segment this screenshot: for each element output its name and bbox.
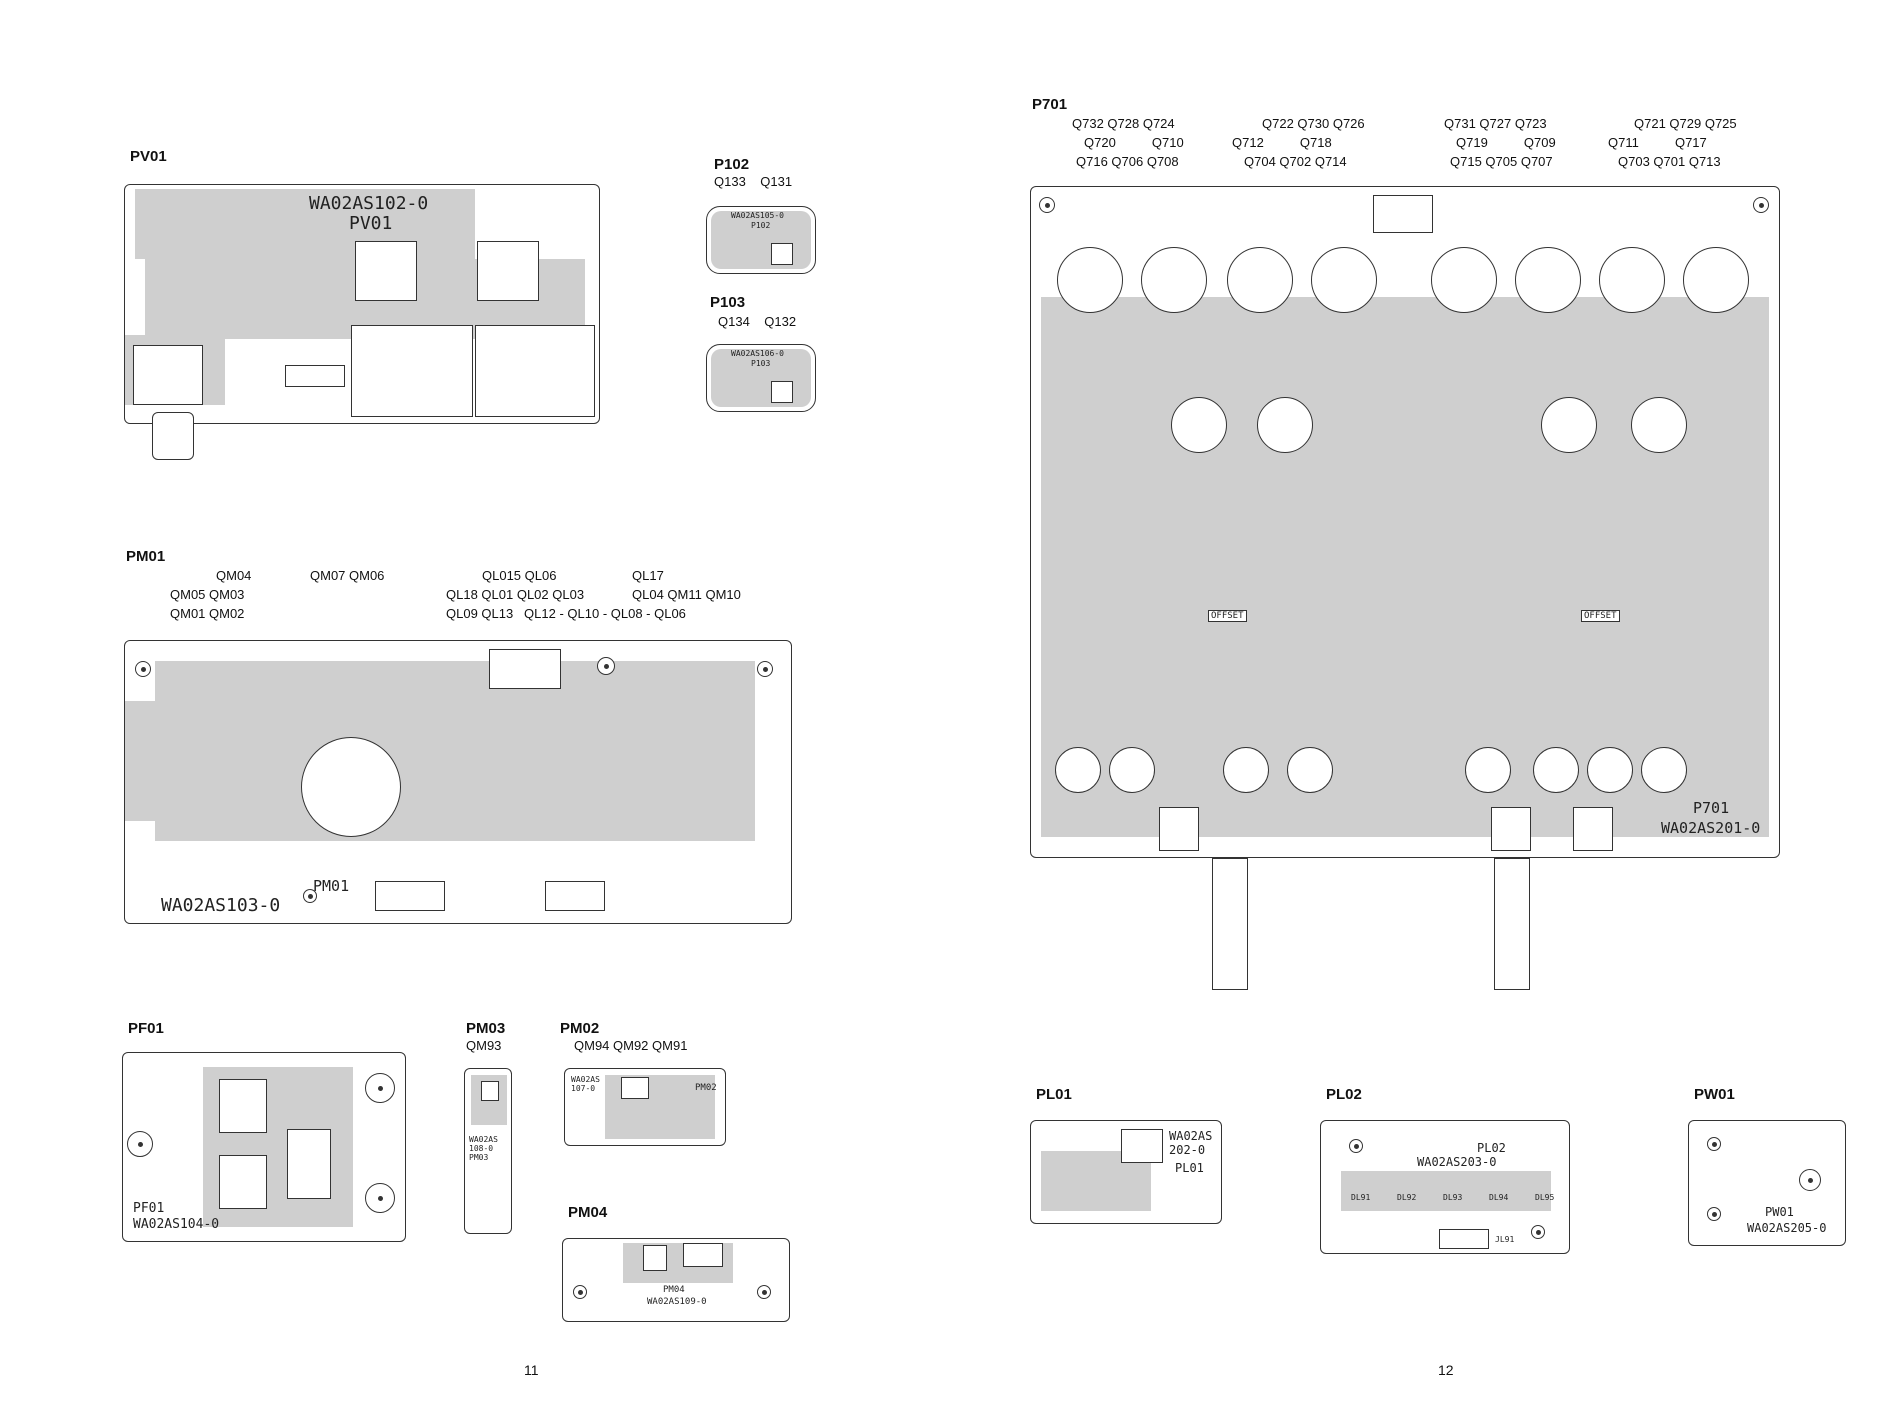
pm04-title: PM04 [568,1204,608,1221]
p103-board-name: P103 [751,359,771,368]
pv01-board-name: PV01 [349,213,393,234]
page-number-left: 11 [524,1362,539,1378]
pv01-title: PV01 [130,148,167,165]
pm03-title: PM03 [466,1020,506,1037]
p701-title: P701 [1032,96,1068,113]
pm01-components-2a: QM05 QM03 [170,587,245,602]
pl01-title: PL01 [1036,1086,1072,1103]
p102-board-code: WA02AS105-0 [731,211,784,220]
pl01-board-name: PL01 [1175,1161,1204,1175]
pm01-components-3c: QL09 QL13 QL12 - QL10 - QL08 - QL06 [446,606,686,621]
p701-row2d: Q711 Q717 [1608,135,1707,150]
p701-row1c: Q731 Q727 Q723 [1444,116,1547,131]
p102-board-name: P102 [751,221,771,230]
pl02-board-code: WA02AS203-0 [1417,1155,1497,1169]
pm01-board-name: PM01 [313,877,350,895]
p102-components: Q133 Q131 [714,174,793,189]
pm01-board-code: WA02AS103-0 [161,895,281,916]
pl02-led-1: DL91 [1351,1193,1371,1202]
pm01-board: PM01 WA02AS103-0 [124,640,792,924]
pm03-components: QM93 [466,1038,502,1053]
p701-row2a: Q720 Q710 [1084,135,1184,150]
pm01-components-2d: QL04 QM11 QM10 [632,587,741,602]
pf01-board: PF01 WA02AS104-0 [122,1052,406,1242]
p701-row2b: Q712 Q718 [1232,135,1332,150]
p701-row1a: Q732 Q728 Q724 [1072,116,1175,131]
pm04-board-code: WA02AS109-0 [647,1297,707,1307]
pm03-board: WA02AS 108-0 PM03 [464,1068,512,1234]
pl02-title: PL02 [1326,1086,1362,1103]
p701-row1d: Q721 Q729 Q725 [1634,116,1737,131]
p102-board: WA02AS105-0 P102 [706,206,816,274]
pl02-board: PL02 WA02AS203-0 DL91 DL92 DL93 DL94 DL9… [1320,1120,1570,1254]
pl02-connector: JL91 [1495,1235,1515,1244]
pm02-title: PM02 [560,1020,600,1037]
pm01-components-3a: QM01 QM02 [170,606,245,621]
pm02-board-code: WA02AS 107-0 [571,1075,600,1093]
p102-title: P102 [714,156,750,173]
pm01-components-1b: QM07 QM06 [310,568,385,583]
page-number-right: 12 [1438,1362,1454,1378]
pm01-title: PM01 [126,548,166,565]
pw01-board: PW01 WA02AS205-0 [1688,1120,1846,1246]
p701-row3d: Q703 Q701 Q713 [1618,154,1721,169]
p701-pot-shaft-left [1212,858,1248,990]
pl02-led-5: DL95 [1535,1193,1555,1202]
p701-row1b: Q722 Q730 Q726 [1262,116,1365,131]
pf01-title: PF01 [128,1020,164,1037]
p701-pot-shaft-right [1494,858,1530,990]
p701-row3a: Q716 Q706 Q708 [1076,154,1179,169]
pv01-board: WA02AS102-0 PV01 [124,184,600,424]
pl01-board-code: WA02AS 202-0 [1169,1129,1213,1157]
pw01-board-code: WA02AS205-0 [1747,1221,1827,1235]
pl02-led-4: DL94 [1489,1193,1509,1202]
pm01-components-2c: QL18 QL01 QL02 QL03 [446,587,585,602]
pm01-components-1a: QM04 [216,568,252,583]
pm01-components-1d: QL17 [632,568,664,583]
pl02-led-2: DL92 [1397,1193,1417,1202]
p701-board-code: WA02AS201-0 [1661,819,1761,837]
pm02-components: QM94 QM92 QM91 [574,1038,688,1053]
p701-board-name: P701 [1693,799,1730,817]
pv01-jack [152,412,194,460]
pl01-board: WA02AS 202-0 PL01 [1030,1120,1222,1224]
p701-offset-right: OFFSET [1581,610,1620,622]
p103-board: WA02AS106-0 P103 [706,344,816,412]
pf01-board-name: PF01 [133,1201,165,1216]
p701-row2c: Q719 Q709 [1456,135,1556,150]
pl02-led-3: DL93 [1443,1193,1463,1202]
pm04-board-name: PM04 [663,1285,685,1295]
pm02-board-name: PM02 [695,1083,717,1093]
pm03-board-code: WA02AS 108-0 PM03 [469,1135,498,1162]
pm02-board: WA02AS 107-0 PM02 [564,1068,726,1146]
p701-board: OFFSET OFFSET P701 WA02AS201-0 [1030,186,1780,858]
pv01-board-code: WA02AS102-0 [309,193,429,214]
pm01-components-1c: QL015 QL06 [482,568,557,583]
p701-row3b: Q704 Q702 Q714 [1244,154,1347,169]
pl02-board-name: PL02 [1477,1141,1506,1155]
p103-title: P103 [710,294,746,311]
p701-row3c: Q715 Q705 Q707 [1450,154,1553,169]
p103-board-code: WA02AS106-0 [731,349,784,358]
p103-components: Q134 Q132 [718,314,797,329]
p701-offset-left: OFFSET [1208,610,1247,622]
pw01-title: PW01 [1694,1086,1735,1103]
pw01-board-name: PW01 [1765,1205,1794,1219]
pf01-board-code: WA02AS104-0 [133,1217,220,1232]
pm04-board: PM04 WA02AS109-0 [562,1238,790,1322]
